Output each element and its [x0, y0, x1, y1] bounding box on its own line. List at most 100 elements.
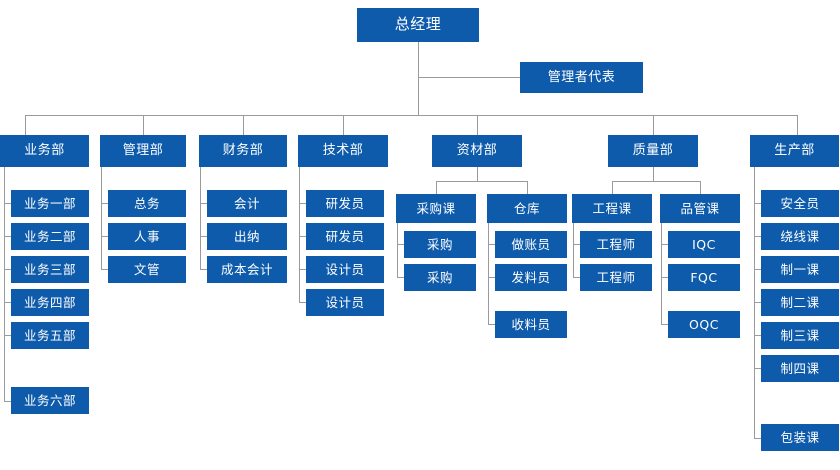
org-node-f0[interactable]: 采购课	[396, 194, 476, 223]
connector-cv-d2	[143, 115, 144, 135]
org-node-i1[interactable]: IQC	[668, 231, 740, 258]
org-node-e2[interactable]: 研发员	[306, 223, 384, 250]
org-node-f1[interactable]: 采购	[404, 231, 476, 258]
org-node-a3[interactable]: 业务三部	[11, 256, 89, 283]
connector-ch-a5	[4, 335, 11, 336]
connector-cv-h0	[612, 181, 613, 194]
org-node-j1[interactable]: 安全员	[761, 190, 839, 217]
connector-ch-e1	[299, 203, 306, 204]
org-node-d6[interactable]: 质量部	[608, 135, 698, 167]
connector-cv-a	[4, 167, 5, 401]
org-node-j7[interactable]: 包装课	[761, 424, 839, 451]
connector-ch-b3	[101, 269, 108, 270]
connector-ch-g3	[488, 324, 495, 325]
org-node-d2[interactable]: 管理部	[100, 135, 186, 167]
connector-cv-e	[299, 167, 300, 303]
org-node-d1[interactable]: 业务部	[0, 135, 89, 167]
connector-ch-f1	[397, 244, 404, 245]
org-node-c2[interactable]: 出纳	[207, 223, 287, 250]
connector-ch-d5-bus	[436, 181, 527, 182]
connector-cv-root-1	[418, 42, 419, 116]
org-node-e4[interactable]: 设计员	[306, 289, 384, 316]
org-node-e1[interactable]: 研发员	[306, 190, 384, 217]
org-node-b3[interactable]: 文管	[108, 256, 186, 283]
connector-cv-d7	[797, 115, 798, 135]
connector-cv-d6	[653, 115, 654, 135]
connector-cv-h	[573, 223, 574, 278]
org-node-j3[interactable]: 制一课	[761, 256, 839, 283]
connector-ch-i1	[661, 244, 668, 245]
org-node-j2[interactable]: 绕线课	[761, 223, 839, 250]
connector-cv-d1	[25, 115, 26, 135]
connector-cv-i0	[700, 181, 701, 194]
connector-ch-a3	[4, 269, 11, 270]
connector-cv-g	[488, 223, 489, 325]
connector-cv-d5-stem	[477, 167, 478, 181]
connector-ch-j4	[754, 302, 761, 303]
org-node-j4[interactable]: 制二课	[761, 289, 839, 316]
connector-ch-f2	[397, 277, 404, 278]
connector-ch-i3	[661, 324, 668, 325]
org-node-a1[interactable]: 业务一部	[11, 190, 89, 217]
org-node-d4[interactable]: 技术部	[298, 135, 388, 167]
connector-cv-c	[200, 167, 201, 270]
connector-cv-g0	[527, 181, 528, 194]
org-node-a4[interactable]: 业务四部	[11, 289, 89, 316]
org-node-n0[interactable]: 总经理	[357, 8, 479, 42]
connector-ch-g2	[488, 277, 495, 278]
connector-ch-a4	[4, 302, 11, 303]
connector-ch-b2	[101, 236, 108, 237]
org-node-d3[interactable]: 财务部	[199, 135, 287, 167]
connector-cv-d6-stem	[653, 167, 654, 181]
org-node-g2[interactable]: 发料员	[495, 264, 567, 291]
org-node-b1[interactable]: 总务	[108, 190, 186, 217]
connector-cv-f0	[436, 181, 437, 194]
connector-cv-i	[661, 223, 662, 325]
org-node-g0[interactable]: 仓库	[487, 194, 567, 223]
connector-ch-j6	[754, 368, 761, 369]
connector-cv-f	[397, 223, 398, 278]
connector-cv-d4	[343, 115, 344, 135]
org-node-c3[interactable]: 成本会计	[207, 256, 287, 283]
org-node-c1[interactable]: 会计	[207, 190, 287, 217]
org-node-a5[interactable]: 业务五部	[11, 322, 89, 349]
org-node-n1[interactable]: 管理者代表	[520, 62, 643, 93]
org-node-h0[interactable]: 工程课	[572, 194, 652, 223]
connector-ch-c3	[200, 269, 207, 270]
org-node-i0[interactable]: 品管课	[660, 194, 740, 223]
org-node-d5[interactable]: 资材部	[432, 135, 522, 167]
org-node-j6[interactable]: 制四课	[761, 355, 839, 382]
connector-ch-j7	[754, 438, 761, 439]
org-node-b2[interactable]: 人事	[108, 223, 186, 250]
connector-ch-a2	[4, 236, 11, 237]
org-node-i2[interactable]: FQC	[668, 264, 740, 291]
org-node-a6[interactable]: 业务六部	[11, 387, 89, 414]
org-node-f2[interactable]: 采购	[404, 264, 476, 291]
org-node-h2[interactable]: 工程师	[580, 264, 652, 291]
connector-ch-c1	[200, 203, 207, 204]
connector-ch-g1	[488, 244, 495, 245]
org-node-h1[interactable]: 工程师	[580, 231, 652, 258]
connector-ch-j1	[754, 203, 761, 204]
connector-cv-d3	[243, 115, 244, 135]
connector-ch-d6-bus	[612, 181, 700, 182]
org-node-g3[interactable]: 收料员	[495, 311, 567, 338]
org-node-e3[interactable]: 设计员	[306, 256, 384, 283]
connector-ch-dept-bus	[25, 115, 797, 116]
org-node-j5[interactable]: 制三课	[761, 322, 839, 349]
connector-ch-h1	[573, 244, 580, 245]
connector-ch-i2	[661, 277, 668, 278]
org-node-g1[interactable]: 做账员	[495, 231, 567, 258]
org-node-d7[interactable]: 生产部	[750, 135, 839, 167]
org-node-i3[interactable]: OQC	[668, 311, 740, 338]
connector-cv-b	[101, 167, 102, 270]
connector-ch-a6	[4, 401, 11, 402]
connector-cv-d5	[477, 115, 478, 135]
connector-ch-j3	[754, 269, 761, 270]
connector-ch-e2	[299, 236, 306, 237]
connector-ch-h2	[573, 277, 580, 278]
connector-ch-e3	[299, 269, 306, 270]
connector-ch-mgr-rep	[418, 77, 520, 78]
org-node-a2[interactable]: 业务二部	[11, 223, 89, 250]
